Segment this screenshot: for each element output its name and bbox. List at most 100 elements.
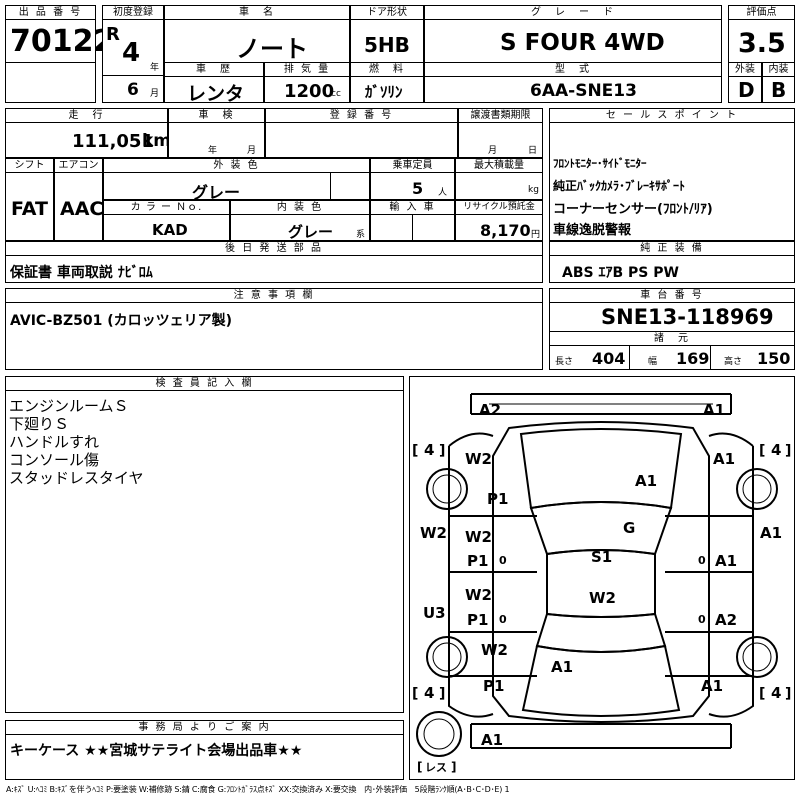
inspector-note-4: コンソール傷 [9,451,100,469]
damage-diagram-cell [409,376,795,780]
score: 3.5 [738,28,786,59]
capacity: 5 [412,179,424,198]
door-label: ドア形状 [350,5,424,20]
notes-label: 注 意 事 項 欄 [5,288,543,303]
mark-left-pillar: W2 [420,524,447,542]
door-type: 5HB [364,33,410,57]
height-label: 高さ [724,357,743,367]
exterior-grade: D [738,78,755,102]
displacement-unit: cc [331,89,341,99]
lot-blank-cell [5,62,96,103]
inspector-note-2: 下廻りＳ [9,415,70,433]
inspection-month-unit: 月 [247,146,257,156]
divider [629,345,630,370]
max-load-unit: kg [528,185,539,195]
mark-rear-left-handle: 0 [499,613,507,626]
spare-bracket: ] [451,760,456,774]
tire-bracket-fl: ] [439,443,445,459]
inspection-year-unit: 年 [208,146,218,156]
mark-rear-right-handle: 0 [698,613,706,626]
tire-tread-rr: 4 [771,684,781,702]
tire-bracket-fr: ] [785,443,791,459]
tire-tread-rl: 4 [424,684,434,702]
capacity-unit: 人 [438,188,448,198]
car-name: ノート [236,35,308,63]
color-number: KAD [152,221,188,239]
tire-bracket-fl: [ [412,443,418,459]
grade: S FOUR 4WD [500,30,665,56]
mark-front-bumper-left: A2 [479,401,501,419]
chassis-number: SNE13-118969 [601,305,774,329]
tire-bracket-fr: [ [759,443,765,459]
divider [412,214,413,241]
sales-points-cell [549,108,795,241]
model-label: 型 式 [424,62,722,77]
recycle-fee-label: リサイクル預託金 [455,200,543,215]
recycle-fee: 8,170 [480,221,531,240]
inspector-notes-label: 検 査 員 記 入 欄 [5,376,404,391]
capacity-label: 乗車定員 [370,158,455,173]
height: 150 [757,349,791,368]
grade-label: グ レ ー ド [424,5,722,20]
score-label: 評価点 [728,5,795,20]
width: 169 [676,349,710,368]
length-label: 長さ [555,357,574,367]
mark-right-pillar: A1 [760,524,782,542]
inspector-notes-cell [5,376,404,713]
tire-tread-fr: 4 [771,441,781,459]
exterior-label: 外装 [728,62,762,77]
inspector-note-5: スタッドレスタイヤ [9,469,144,487]
history: レンタ [187,83,245,105]
mark-front-left-handle: 0 [499,554,507,567]
interior-grade: B [771,78,787,102]
tire-bracket-rl: ] [439,686,445,702]
exterior-color: グレー [192,183,241,202]
mark-hood: A1 [635,472,657,490]
mark-front-right-handle: 0 [698,554,706,567]
interior-label: 内装 [762,62,795,77]
fuel: ｶﾞｿﾘﾝ [365,83,403,101]
spare-tire: レス [425,761,447,774]
sales-point-1: ﾌﾛﾝﾄﾓﾆﾀｰ･ｻｲﾄﾞﾓﾆﾀｰ [553,157,647,170]
inspector-note-3: ハンドルすれ [9,433,100,451]
sales-point-4: 車線逸脱警報 [553,223,632,238]
interior-color: グレー [288,223,334,241]
displacement-label: 排 気 量 [264,62,350,77]
sales-point-2: 純正ﾊﾞｯｸｶﾒﾗ･ﾌﾞﾚｰｷｻﾎﾟｰﾄ [553,179,686,193]
transfer-deadline-label: 譲渡書類期限 [458,108,543,123]
ac-label: エアコン [54,158,103,173]
width-label: 幅 [648,357,658,367]
first-registration-cell [102,5,164,103]
later-parts: 保証書 車両取説 ﾅﾋﾞﾛﾑ [10,265,153,281]
exterior-color-label: 外 装 色 [103,158,370,173]
mark-front-left-door-paint: P1 [467,552,488,570]
interior-color-label: 内 装 色 [230,200,370,215]
mark-front-left-panel: P1 [487,490,508,508]
tire-bracket-rl: [ [412,686,418,702]
office-guide-label: 事 務 局 よ り ご 案 内 [5,720,404,735]
first-registration-label: 初度登録 [102,5,164,20]
tires [416,468,778,757]
registration-month: 6 [127,80,139,100]
mark-left-sill: U3 [423,604,446,622]
transfer-day-unit: 日 [528,146,538,156]
mark-trunk: A1 [551,658,573,676]
divider [330,172,331,200]
year-unit: 年 [150,63,160,73]
divider [549,345,795,346]
color-number-label: カ ラ ー Ｎｏ. [103,200,230,215]
inspector-note-1: エンジンルームＳ [9,397,129,415]
divider [102,75,164,76]
interior-color-unit: 系 [356,230,366,240]
era: R [106,24,120,45]
shift: FAT [11,198,48,220]
transfer-month-unit: 月 [488,146,498,156]
fuel-label: 燃 料 [350,62,424,77]
mark-rear-left-fender: W2 [481,641,508,659]
tire-tread-fl: 4 [424,441,434,459]
tire-bracket-rr: [ [759,686,765,702]
length: 404 [592,349,626,368]
mark-front-left-door: W2 [465,528,492,546]
mark-rear-right-door: A2 [715,611,737,629]
specs-label: 諸 元 [549,331,795,346]
